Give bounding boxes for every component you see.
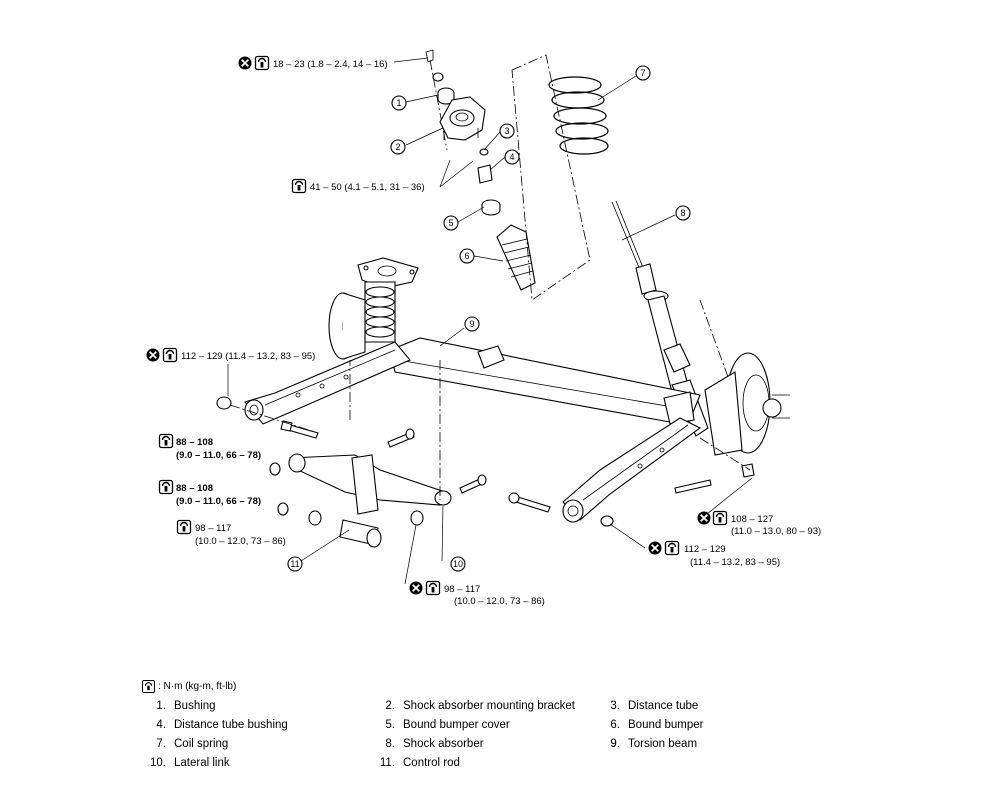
torque-spec-t4: 88 – 108 (9.0 – 11.0, 66 – 78) [158,433,261,461]
torque-spec-t5: 88 – 108 (9.0 – 11.0, 66 – 78) [158,479,261,507]
torque-wrench-icon [158,433,174,449]
callout-9: 9 [464,316,480,332]
svg-text:(9.0 – 11.0, 66 – 78): (9.0 – 11.0, 66 – 78) [176,450,261,461]
svg-text:41 – 50 (4.1 – 5.1, 31 – 36): 41 – 50 (4.1 – 5.1, 31 – 36) [310,182,425,193]
callout-2: 2 [390,139,406,155]
callouts: 1 2 3 4 5 6 7 8 9 10 11 [287,65,691,572]
torsion-beam-drawing [389,337,701,425]
svg-text:112 – 129: 112 – 129 [684,544,726,555]
replace-icon [408,580,424,596]
replace-icon [696,510,712,526]
lateral-link-assembly [269,360,487,548]
callout-8: 8 [675,205,691,221]
replace-icon [237,55,253,71]
svg-text:98 – 117: 98 – 117 [195,523,231,534]
svg-text:98 – 117: 98 – 117 [444,584,480,595]
svg-text:8: 8 [680,208,685,218]
torque-wrench-icon [162,347,178,363]
svg-text:1: 1 [396,98,401,108]
svg-text:(11.0 – 13.0, 80 – 93): (11.0 – 13.0, 80 – 93) [731,526,821,537]
torque-wrench-icon [254,55,270,71]
left-strut-assembly [328,257,419,360]
replace-icon [145,347,161,363]
torque-spec-t7: 98 – 117 (10.0 – 12.0, 73 – 86) [408,580,545,607]
svg-text:88 – 108: 88 – 108 [176,483,213,494]
torque-spec-t2: 41 – 50 (4.1 – 5.1, 31 – 36) [291,178,425,194]
torque-wrench-icon [425,580,441,596]
svg-text:3: 3 [504,126,509,136]
svg-text:88 – 108: 88 – 108 [176,437,213,448]
torque-wrench-icon [291,178,307,194]
svg-text:4: 4 [509,152,514,162]
callout-3: 3 [499,123,515,139]
leader-lines [227,57,753,585]
torque-wrench-icon [158,479,174,495]
torque-wrench-icon [142,680,155,693]
torque-specs: 18 – 23 (1.8 – 2.4, 14 – 16) 41 – 50 (4.… [145,55,821,607]
callout-5: 5 [443,215,459,231]
svg-text:2: 2 [395,142,400,152]
left-trailing-arm [216,341,411,439]
callout-6: 6 [459,248,475,264]
coil-spring-drawing [511,54,609,301]
upper-mount-stack [425,49,536,291]
callout-7: 7 [635,65,651,81]
svg-text:9: 9 [469,319,474,329]
legend-unit: : N·m (kg-m, ft-lb) [142,680,236,693]
svg-text:7: 7 [640,68,645,78]
torque-spec-t3: 112 – 129 (11.4 – 13.2, 83 – 95) [145,347,315,363]
svg-text:5: 5 [448,218,453,228]
svg-text:108 – 127: 108 – 127 [731,514,773,525]
svg-text:18 – 23 (1.8 – 2.4, 14 – 16): 18 – 23 (1.8 – 2.4, 14 – 16) [273,59,388,70]
svg-text:(9.0 – 11.0, 66 – 78): (9.0 – 11.0, 66 – 78) [176,496,261,507]
replace-icon [647,540,663,556]
torque-wrench-icon [664,540,680,556]
svg-text:(10.0 – 12.0, 73 – 86): (10.0 – 12.0, 73 – 86) [195,536,286,547]
callout-11: 11 [287,556,303,572]
torque-spec-t9: 112 – 129 (11.4 – 13.2, 83 – 95) [647,540,780,568]
torque-wrench-icon [712,510,728,526]
svg-text:(10.0 – 12.0, 73 – 86): (10.0 – 12.0, 73 – 86) [454,596,545,607]
right-trailing-arm [508,352,790,527]
callout-10: 10 [450,556,466,572]
svg-text:10: 10 [453,559,463,569]
torque-spec-t6: 98 – 117 (10.0 – 12.0, 73 – 86) [176,519,286,547]
torque-wrench-icon [176,519,192,535]
svg-text:(11.4 – 13.2, 83 – 95): (11.4 – 13.2, 83 – 95) [690,557,780,568]
svg-text:11: 11 [290,559,299,569]
legend-unit-text: : N·m (kg-m, ft-lb) [158,681,237,692]
torque-spec-t1: 18 – 23 (1.8 – 2.4, 14 – 16) [237,55,388,71]
svg-text:112 – 129 (11.4 – 13.2, 83 – 9: 112 – 129 (11.4 – 13.2, 83 – 95) [181,351,315,362]
callout-1: 1 [391,95,407,111]
torque-spec-t8: 108 – 127 (11.0 – 13.0, 80 – 93) [696,510,821,537]
svg-text:6: 6 [464,251,469,261]
callout-4: 4 [504,149,520,165]
